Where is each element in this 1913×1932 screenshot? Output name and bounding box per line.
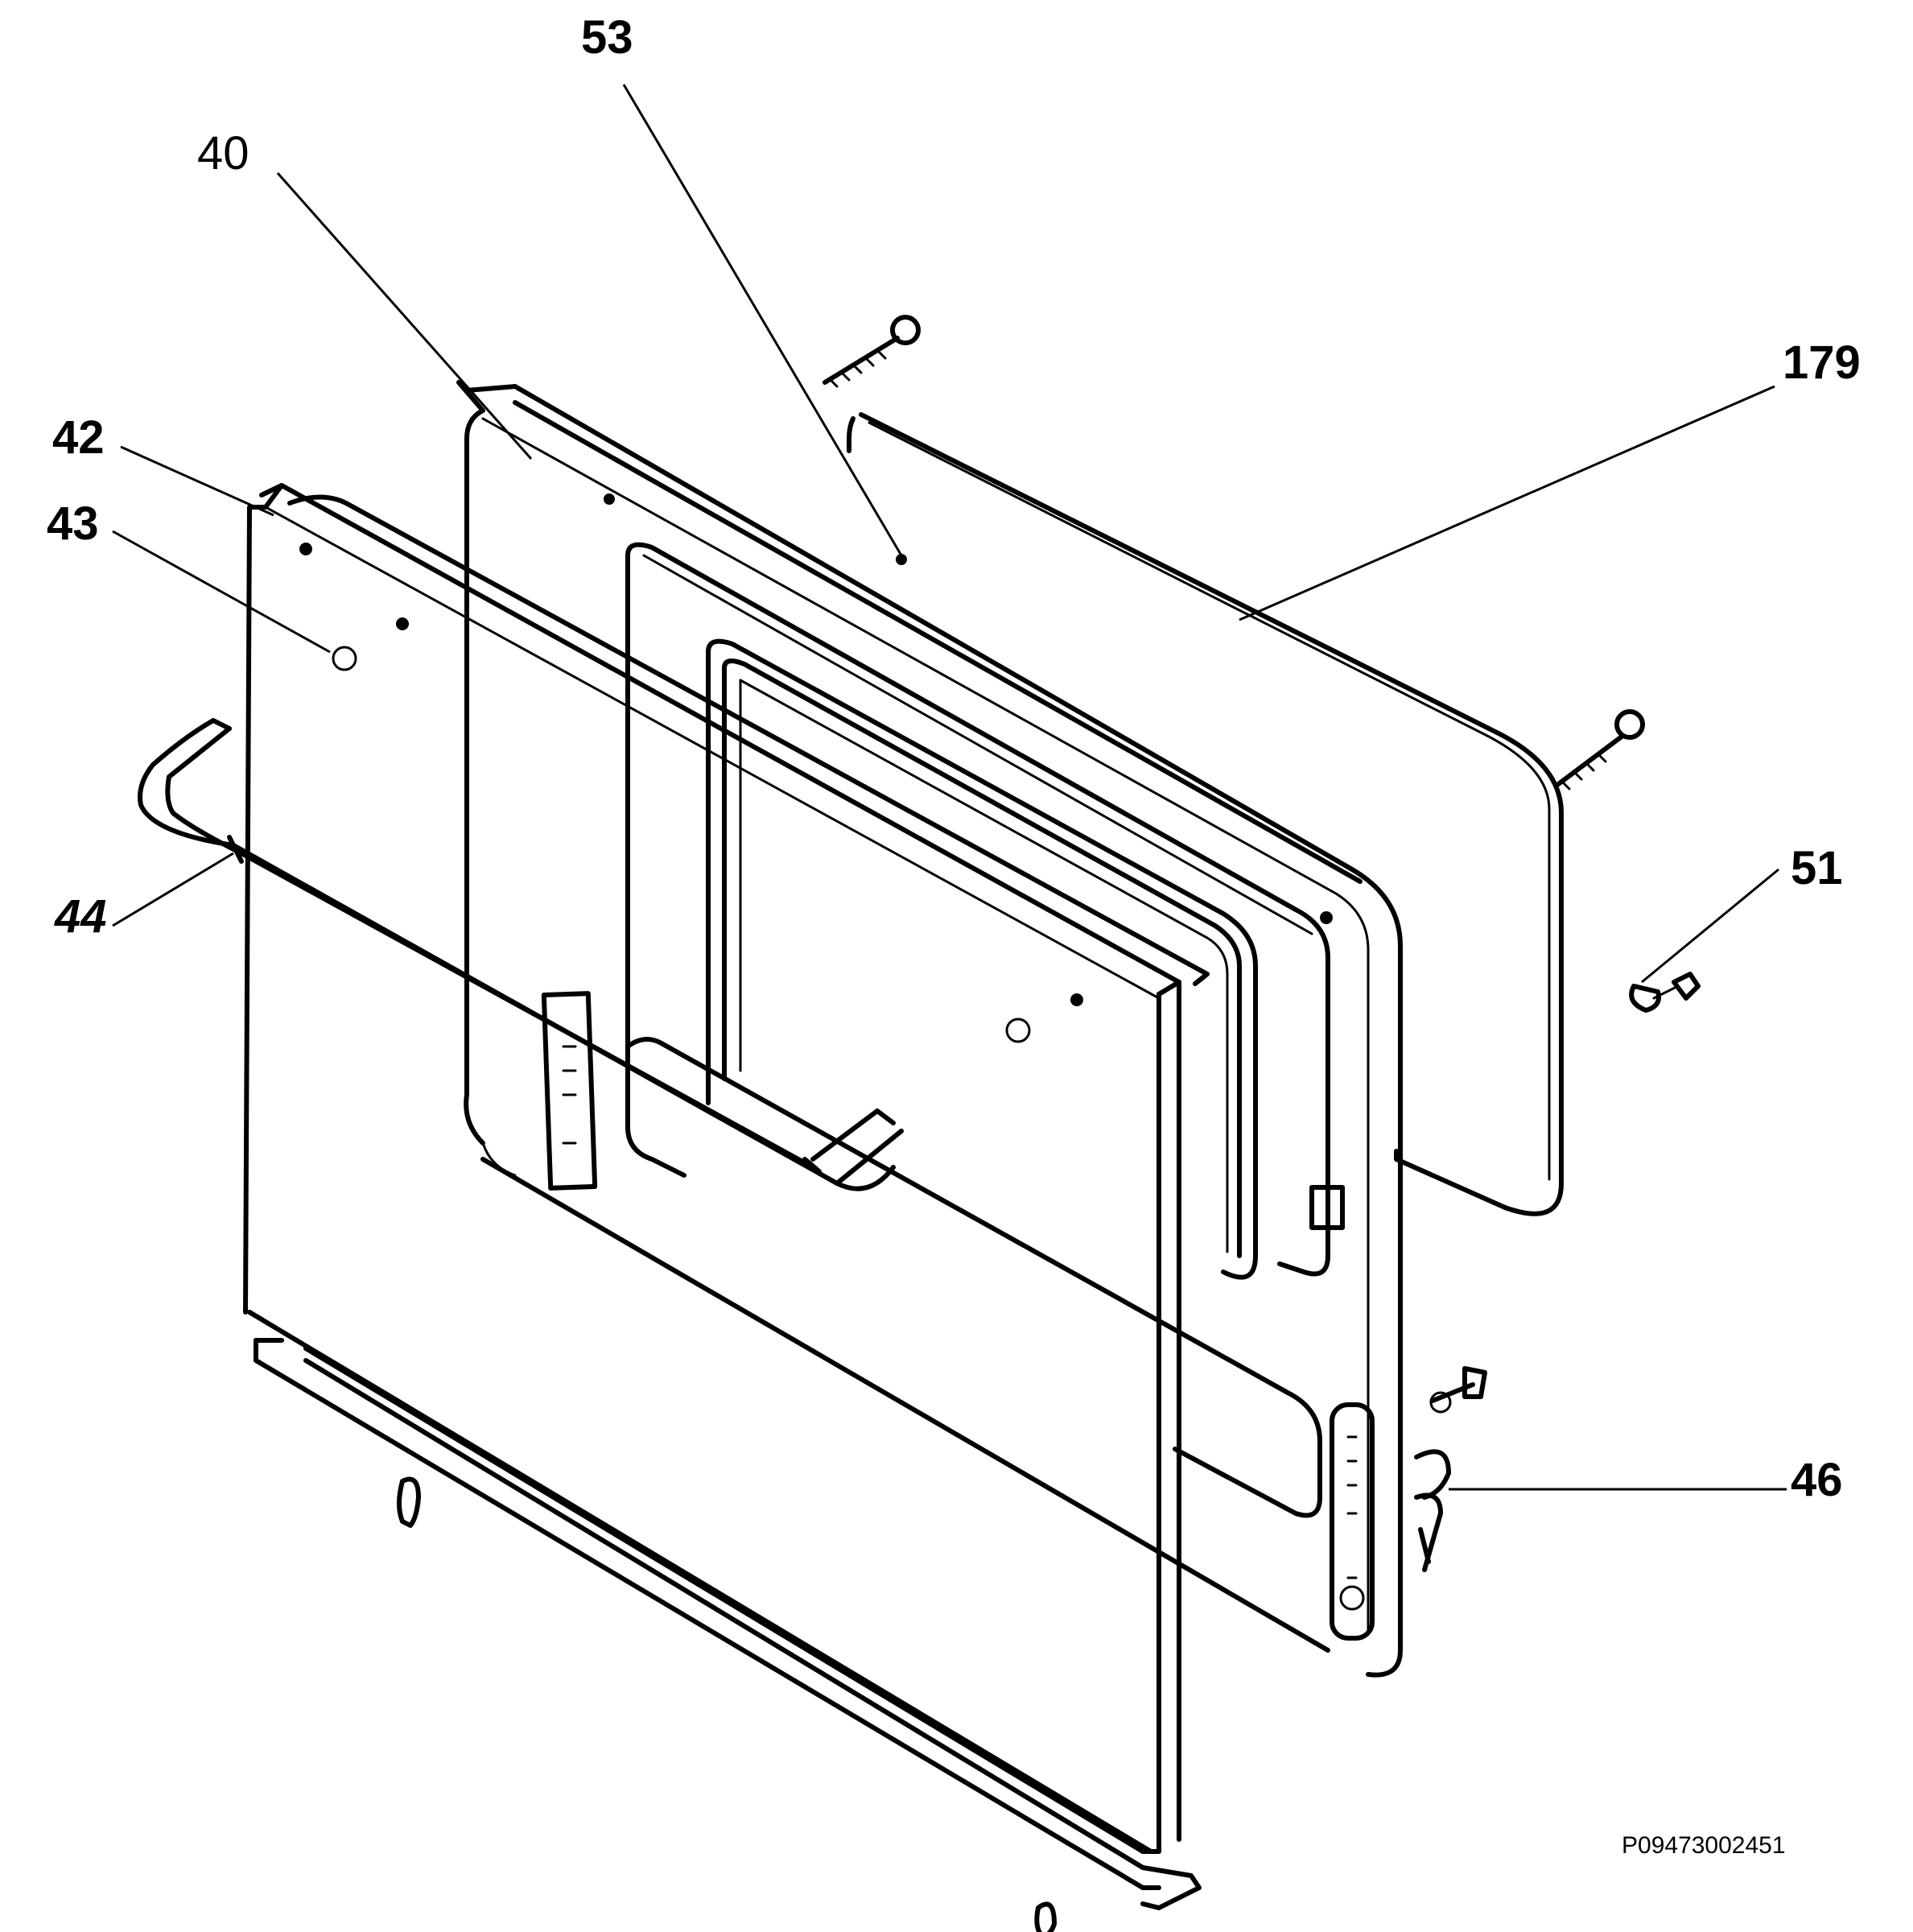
part-label-53: 53 bbox=[581, 11, 633, 64]
leader-43 bbox=[112, 530, 331, 654]
part-label-51: 51 bbox=[1791, 842, 1843, 894]
leader-51 bbox=[1641, 868, 1779, 984]
screw-51 bbox=[1629, 972, 1701, 1013]
part-label-40: 40 bbox=[197, 127, 249, 180]
hinge-46 bbox=[1414, 1449, 1451, 1572]
part-label-44: 44 bbox=[55, 890, 107, 943]
screw-top bbox=[823, 315, 921, 388]
bottom-trim-strip bbox=[254, 1338, 1202, 1910]
leader-53 bbox=[622, 84, 903, 556]
door-middle-frame bbox=[456, 380, 1403, 1678]
part-label-179: 179 bbox=[1783, 336, 1861, 389]
part-label-43: 43 bbox=[47, 497, 99, 550]
leader-179 bbox=[1239, 385, 1775, 621]
front-outer-panel bbox=[243, 483, 1210, 1854]
leader-40 bbox=[276, 172, 533, 460]
part-label-42: 42 bbox=[52, 411, 105, 464]
leader-42 bbox=[120, 445, 274, 517]
leader-44 bbox=[112, 852, 234, 927]
screw-hinge-right bbox=[1429, 1366, 1487, 1414]
door-handle bbox=[138, 718, 904, 1191]
screw-right bbox=[1555, 709, 1645, 791]
screw-bottom-center bbox=[1034, 1901, 1057, 1932]
screw-bottom-left bbox=[397, 1476, 421, 1528]
rear-glass-panel bbox=[847, 412, 1564, 1216]
inner-glass-gasket bbox=[706, 638, 1258, 1280]
part-label-46: 46 bbox=[1791, 1454, 1843, 1506]
drawing-code: P09473002451 bbox=[1622, 1832, 1786, 1859]
